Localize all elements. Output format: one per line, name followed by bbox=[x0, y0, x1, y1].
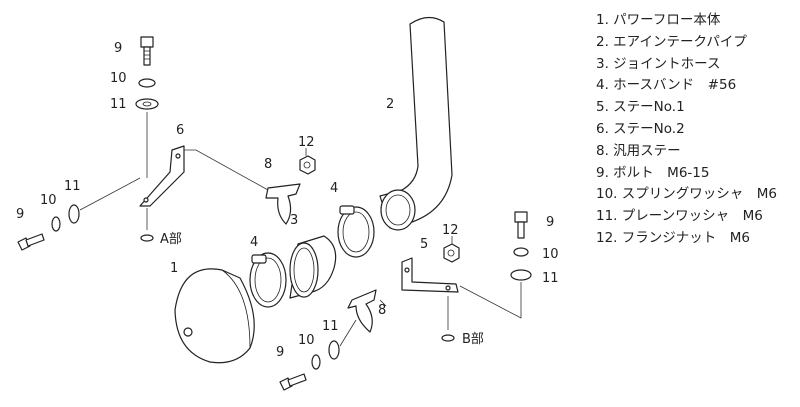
plain-washer-right bbox=[510, 269, 532, 281]
callout-9-right: 9 bbox=[546, 215, 554, 230]
callout-11-right: 11 bbox=[542, 271, 559, 286]
detail-marker-a bbox=[140, 234, 154, 242]
callout-5: 5 bbox=[420, 237, 428, 252]
callout-8-lower: 8 bbox=[378, 303, 386, 318]
stay-no1 bbox=[401, 257, 459, 293]
detail-label-b: B部 bbox=[462, 332, 484, 347]
bolt-bottom bbox=[279, 373, 307, 391]
callout-11-left: 11 bbox=[64, 179, 81, 194]
spring-washer-left bbox=[51, 216, 61, 232]
detail-label-a: A部 bbox=[160, 232, 182, 247]
parts-list-item: 12. フランジナット M6 bbox=[596, 229, 750, 246]
parts-list-item: 3. ジョイントホース bbox=[596, 55, 721, 72]
callout-4-right: 4 bbox=[330, 181, 338, 196]
joint-hose bbox=[289, 235, 337, 299]
callout-10-left: 10 bbox=[40, 193, 57, 208]
bolt-top-left bbox=[140, 36, 154, 66]
callout-8-upper: 8 bbox=[264, 157, 272, 172]
parts-list: 1. パワーフロー本体 2. エアインテークパイプ 3. ジョイントホース 4.… bbox=[596, 10, 777, 250]
parts-list-item: 5. ステーNo.1 bbox=[596, 99, 685, 116]
air-intake-pipe bbox=[379, 16, 453, 231]
plain-washer-left bbox=[68, 204, 80, 224]
general-stay-lower bbox=[347, 289, 377, 333]
flange-nut-lower bbox=[443, 243, 460, 263]
parts-list-item: 6. ステーNo.2 bbox=[596, 120, 685, 137]
callout-12-upper: 12 bbox=[298, 135, 315, 150]
stay-no2 bbox=[139, 145, 185, 207]
detail-marker-b bbox=[441, 334, 455, 342]
callout-9-top-left: 9 bbox=[114, 41, 122, 56]
plain-washer-top-left bbox=[135, 98, 159, 110]
callout-4-left: 4 bbox=[250, 235, 258, 250]
parts-list-item: 9. ボルト M6-15 bbox=[596, 164, 710, 181]
parts-list-item: 8. 汎用ステー bbox=[596, 142, 681, 159]
parts-list-item: 11. プレーンワッシャ M6 bbox=[596, 208, 763, 225]
callout-9-left: 9 bbox=[16, 207, 24, 222]
callout-9-bottom: 9 bbox=[276, 345, 284, 360]
callout-10-right: 10 bbox=[542, 247, 559, 262]
hose-band-right bbox=[337, 205, 375, 258]
callout-10-bottom: 10 bbox=[298, 333, 315, 348]
parts-list-item: 10. スプリングワッシャ M6 bbox=[596, 186, 777, 203]
power-flow-body bbox=[174, 268, 255, 364]
callout-11-top-left: 11 bbox=[110, 97, 127, 112]
callout-2: 2 bbox=[386, 97, 394, 112]
spring-washer-top-left bbox=[138, 78, 156, 88]
parts-list-item: 4. ホースバンド #56 bbox=[596, 77, 737, 94]
callout-3: 3 bbox=[290, 213, 298, 228]
bolt-right bbox=[514, 211, 528, 239]
hose-band-left bbox=[249, 252, 287, 308]
callout-10-top-left: 10 bbox=[110, 71, 127, 86]
flange-nut-upper bbox=[299, 155, 316, 175]
parts-list-item: 2. エアインテークパイプ bbox=[596, 33, 747, 50]
callout-6: 6 bbox=[176, 123, 184, 138]
spring-washer-bottom bbox=[311, 354, 321, 370]
plain-washer-bottom bbox=[328, 340, 340, 360]
general-stay-upper bbox=[265, 183, 301, 225]
spring-washer-right bbox=[513, 247, 529, 257]
callout-12-lower: 12 bbox=[442, 223, 459, 238]
callout-11-bottom: 11 bbox=[322, 319, 339, 334]
callout-1: 1 bbox=[170, 261, 178, 276]
parts-list-item: 1. パワーフロー本体 bbox=[596, 12, 721, 28]
bolt-left bbox=[17, 233, 45, 251]
